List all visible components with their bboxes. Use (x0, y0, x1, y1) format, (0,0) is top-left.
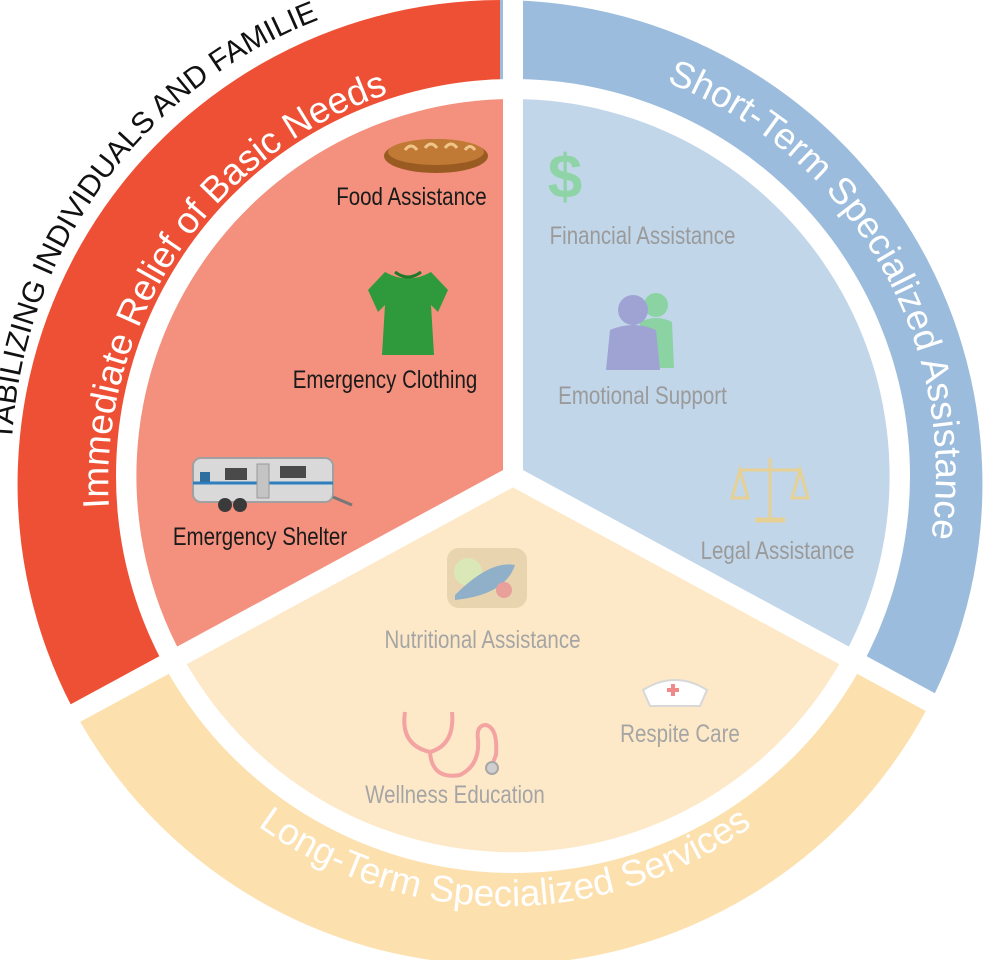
basic-needs-sector (136, 99, 513, 652)
emergency-clothing-label: Emergency Clothing (292, 366, 478, 394)
food-plate-icon (447, 548, 527, 608)
short-term-sector (513, 99, 890, 652)
nurse-cap-icon (641, 679, 709, 707)
food-assistance-label: Food Assistance (336, 183, 487, 211)
trailer-icon (192, 457, 353, 512)
scales-icon (730, 458, 810, 523)
stethoscope-icon (402, 711, 499, 778)
emotional-support-label: Emotional Support (558, 382, 727, 410)
tshirt-icon (368, 270, 448, 355)
financial-assistance-label: Financial Assistance (549, 222, 736, 250)
nutritional-assistance-label: Nutritional Assistance (384, 626, 581, 654)
bread-icon (384, 139, 488, 173)
wellness-education-label: Wellness Education (365, 781, 545, 809)
emergency-shelter-label: Emergency Shelter (172, 523, 348, 551)
dollar-icon: $ (548, 143, 582, 212)
people-icon (606, 293, 674, 370)
respite-care-label: Respite Care (620, 720, 740, 748)
legal-assistance-label: Legal Assistance (700, 537, 855, 565)
